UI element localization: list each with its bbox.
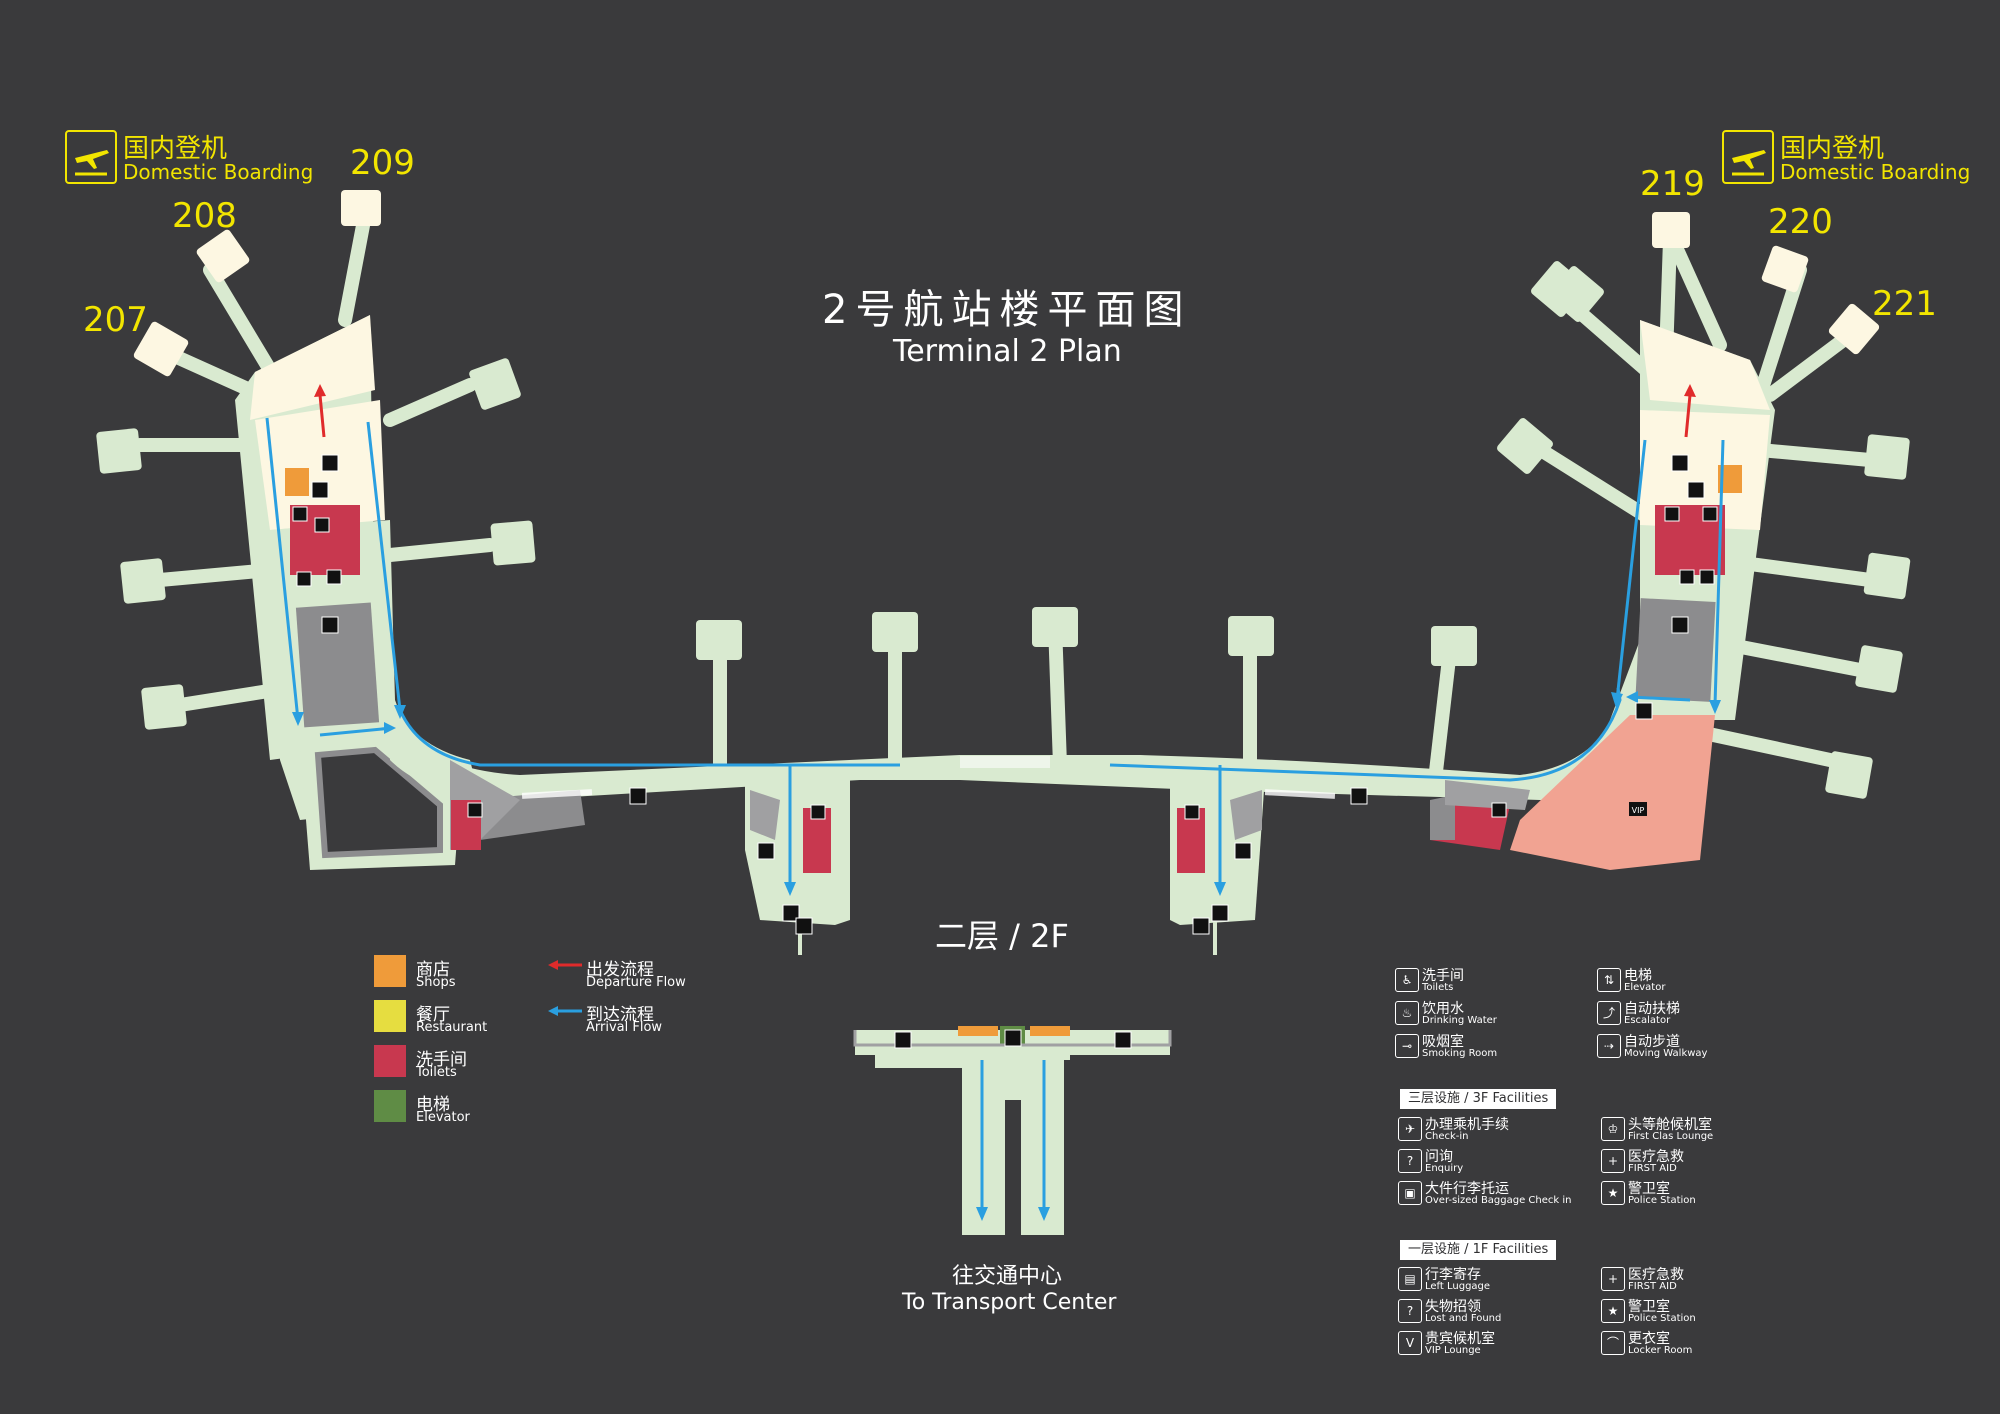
gate-label: 208 [172, 196, 237, 236]
transport-connector [853, 1026, 1172, 1235]
legend-cn: 电梯 [416, 1095, 450, 1115]
departure-arrow-icon [548, 960, 582, 970]
arrival-arrowheads [292, 691, 1721, 1221]
vip-icon: V [1398, 1331, 1422, 1355]
map-title-cn: 2号航站楼平面图 [822, 287, 1192, 333]
boarding-en: Domestic Boarding [123, 160, 314, 184]
svg-text:VIP: VIP [1632, 806, 1645, 815]
color-legend: 商店 Shops 餐厅 Restaurant 洗手间 Toilets 电梯 El… [374, 955, 554, 1130]
map-facility-markers [292, 454, 1718, 1049]
boarding-sign-left: 国内登机 Domestic Boarding [65, 128, 325, 184]
flow-en: Departure Flow [586, 975, 686, 990]
transport-label-cn: 往交通中心 [952, 1264, 1063, 1289]
drinking-water-icon: ♨ [1395, 1001, 1419, 1025]
gate-label: 219 [1640, 164, 1705, 204]
toilets-icon: ♿ [1395, 968, 1419, 992]
flow-legend: 出发流程 Departure Flow 到达流程 Arrival Flow [548, 955, 728, 1035]
first-aid-icon: + [1601, 1149, 1625, 1173]
toilets-swatch [374, 1045, 406, 1077]
legend-cn: 餐厅 [416, 1005, 450, 1025]
left-luggage-icon: ▤ [1398, 1267, 1422, 1291]
walkway-icon: ⇢ [1597, 1034, 1621, 1058]
elevator-icon: ⇅ [1597, 968, 1621, 992]
restaurant-swatch [374, 1000, 406, 1032]
legend-en: Restaurant [416, 1020, 488, 1035]
airplane-departure-icon [1722, 130, 1774, 184]
legend-en: Elevator [416, 1110, 470, 1125]
checkin-icon: ✈ [1398, 1117, 1422, 1141]
legend-en: Toilets [416, 1065, 457, 1080]
first-aid-icon: + [1601, 1267, 1625, 1291]
facilities-3f-header: 三层设施 / 3F Facilities [1400, 1089, 1557, 1109]
baggage-icon: ▣ [1398, 1181, 1422, 1205]
flow-cn: 到达流程 [586, 1005, 654, 1025]
floor-label: 二层 / 2F [935, 917, 1069, 955]
gate-heads [133, 190, 1880, 377]
gate-boxes [96, 261, 1911, 799]
gate-label: 207 [83, 300, 148, 340]
flow-en: Arrival Flow [586, 1020, 663, 1035]
map-title-en: Terminal 2 Plan [893, 334, 1122, 369]
elevator-swatch [374, 1090, 406, 1122]
lounge-icon: ♔ [1601, 1117, 1625, 1141]
departure-flow-arrows [314, 384, 1696, 438]
shops-swatch [374, 955, 406, 987]
flow-cn: 出发流程 [586, 960, 654, 980]
legend-en: Shops [416, 975, 456, 990]
locker-room-icon: ⌒ [1601, 1331, 1625, 1355]
boarding-en: Domestic Boarding [1780, 160, 1971, 184]
lost-found-icon: ? [1398, 1299, 1422, 1323]
boarding-cn: 国内登机 [123, 134, 228, 164]
escalator-icon: ⤴ [1597, 1001, 1621, 1025]
gate-label: 220 [1768, 202, 1833, 242]
legend-cn: 洗手间 [416, 1050, 467, 1070]
gate-label: 221 [1872, 284, 1937, 324]
legend-cn: 商店 [416, 960, 450, 980]
smoking-icon: ⊸ [1395, 1034, 1419, 1058]
gate-label: 209 [350, 143, 415, 183]
vip-map-marker: VIP [1629, 802, 1647, 816]
police-icon: ★ [1601, 1181, 1625, 1205]
facilities-1f-header: 一层设施 / 1F Facilities [1400, 1240, 1557, 1260]
transport-label-en: To Transport Center [902, 1290, 1117, 1315]
enquiry-icon: ? [1398, 1149, 1422, 1173]
police-icon: ★ [1601, 1299, 1625, 1323]
airplane-departure-icon [65, 130, 117, 184]
boarding-sign-right: 国内登机 Domestic Boarding [1722, 128, 1992, 184]
arrival-arrow-icon [548, 1006, 582, 1016]
boarding-cn: 国内登机 [1780, 134, 1885, 164]
